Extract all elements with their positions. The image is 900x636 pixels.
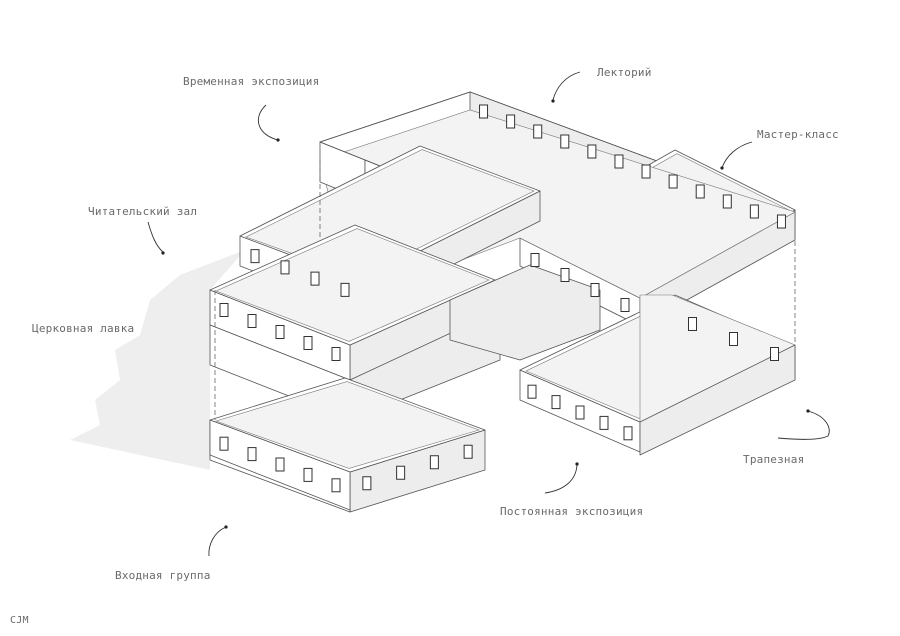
- leader-lecture-hall: [552, 71, 581, 101]
- leader-dot: [161, 251, 165, 255]
- window: [331, 347, 341, 361]
- leader-dot: [551, 99, 555, 103]
- window: [620, 298, 630, 312]
- window: [310, 271, 320, 286]
- label-church-shop: Церковная лавка: [32, 322, 135, 335]
- temp-wall-top: [319, 91, 471, 143]
- window: [530, 253, 540, 267]
- leader-dot: [224, 525, 228, 529]
- window: [587, 144, 597, 159]
- window: [527, 384, 537, 399]
- window: [770, 347, 779, 361]
- windows: [219, 104, 786, 493]
- window: [247, 314, 257, 328]
- window: [247, 447, 257, 462]
- label-temporary-exhibition: Временная экспозиция: [183, 75, 320, 88]
- central-hall: [449, 264, 601, 361]
- window: [280, 260, 290, 275]
- church-shop-floor-floor: [215, 228, 490, 342]
- window: [331, 478, 341, 493]
- window: [614, 154, 624, 169]
- building-volumes: [209, 91, 796, 513]
- window: [590, 283, 600, 297]
- leader-permanent-exhibition: [544, 464, 578, 494]
- window: [303, 467, 313, 482]
- window: [749, 204, 759, 219]
- window: [219, 436, 229, 451]
- window: [729, 332, 738, 346]
- leader-dot: [276, 138, 280, 142]
- label-master-class: Мастер-класс: [757, 128, 839, 141]
- label-permanent-exhibition: Постоянная экспозиция: [500, 505, 644, 518]
- credit: CJM: [10, 615, 29, 626]
- window: [776, 214, 786, 229]
- window: [688, 317, 697, 331]
- window: [599, 415, 609, 430]
- window: [575, 405, 585, 420]
- label-lecture-hall: Лекторий: [597, 66, 652, 79]
- window: [219, 303, 229, 317]
- window: [560, 268, 570, 282]
- entrance-block-floor: [215, 381, 480, 469]
- window: [463, 444, 473, 459]
- window: [303, 336, 313, 350]
- leader-entrance-group: [208, 526, 227, 557]
- window: [533, 124, 543, 139]
- window: [429, 455, 439, 470]
- leader-reading-room: [147, 221, 164, 253]
- leader-refectory: [777, 410, 830, 440]
- leader-dot: [575, 462, 579, 466]
- window: [340, 282, 350, 297]
- leader-master-class: [721, 141, 753, 169]
- window: [250, 249, 260, 264]
- window: [275, 325, 285, 339]
- window: [551, 395, 561, 410]
- label-entrance-group: Входная группа: [115, 569, 211, 582]
- refectory-side: [639, 344, 796, 456]
- window: [623, 426, 633, 441]
- window: [560, 134, 570, 149]
- window: [362, 476, 372, 491]
- window: [695, 184, 705, 199]
- window: [506, 114, 516, 129]
- building-shadow: [70, 250, 245, 470]
- window: [396, 465, 406, 480]
- label-reading-room: Читательский зал: [88, 205, 198, 218]
- leader-temporary-exhibition: [257, 104, 279, 141]
- label-refectory: Трапезная: [743, 453, 805, 466]
- window: [668, 174, 678, 189]
- leader-dot: [806, 409, 810, 413]
- window: [722, 194, 732, 209]
- window: [641, 164, 651, 179]
- leader-dot: [720, 166, 724, 170]
- window: [275, 457, 285, 472]
- window: [479, 104, 489, 119]
